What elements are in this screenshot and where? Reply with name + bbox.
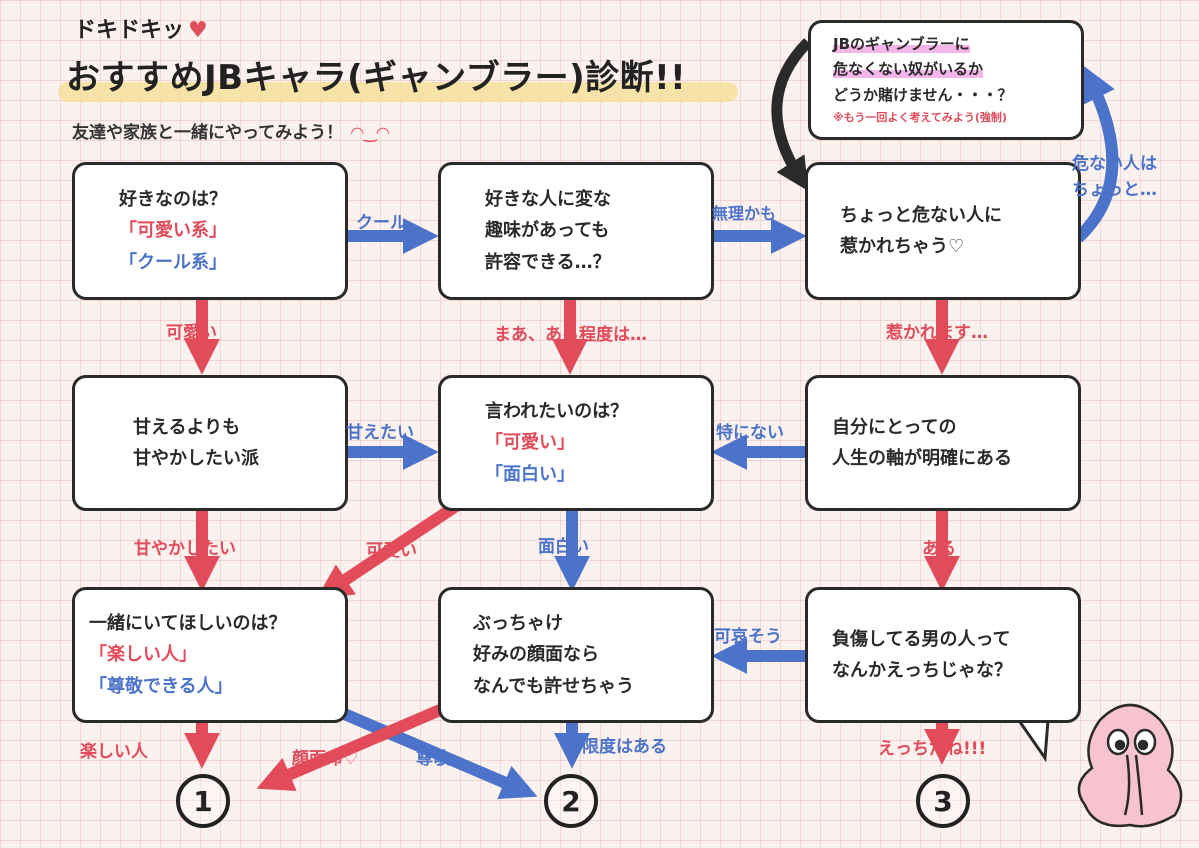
mascot-illustration: [1077, 703, 1183, 828]
question-text: 一緒にいてほしいのは？: [89, 612, 287, 634]
question-text: 甘やかしたい派: [133, 448, 259, 469]
question-text: 惹かれちゃう♡: [840, 236, 965, 257]
edge-label-kawaisou: 可哀そう: [714, 627, 782, 647]
edge-label-ecchi: えっちだね!!!: [878, 739, 987, 759]
note-caption: ※もう一回よく考えてみよう(強制): [833, 111, 1007, 125]
note-text: 危なくない奴がいるか: [833, 60, 984, 79]
edge-label-gendo: 限度はある: [582, 737, 667, 757]
question-text: 許容できる…？: [485, 251, 611, 273]
result-1: 1: [176, 774, 230, 828]
edge-label-ganmen: 顔面命♡: [292, 749, 359, 769]
edge-label-kawaii: 可愛い: [166, 323, 217, 343]
question-want-to-be-called: 言われたいのは？ 「可愛い」 「面白い」: [438, 375, 714, 511]
edge-label-maa: まあ、ある程度は…: [494, 325, 647, 345]
question-text: 負傷してる男の人って: [832, 628, 1011, 650]
question-text: 趣味があっても: [485, 220, 610, 242]
question-be-with: 一緒にいてほしいのは？ 「楽しい人」 「尊敬できる人」: [72, 587, 348, 723]
edge-label-muri: 無理かも: [712, 204, 777, 223]
edge-label-aru: ある: [922, 539, 956, 559]
question-text: なんでも許せちゃう: [473, 675, 635, 697]
page-title: おすすめJBキャラ(ギャンブラー)診断!!: [66, 58, 687, 98]
edge-label-amayakashi: 甘やかしたい: [134, 539, 236, 559]
speech-tail: [1018, 719, 1050, 763]
edge-label-hikare: 惹かれます…: [886, 323, 988, 343]
option-cool: 「クール系」: [119, 251, 227, 273]
edge-label-omoshiroi: 面白い: [538, 537, 589, 557]
note-text: どうか賭けません・・・？: [833, 85, 1013, 104]
question-text: 好きなのは？: [119, 188, 227, 210]
question-life-axis: 自分にとっての 人生の軸が明確にある: [805, 375, 1081, 511]
question-dangerous-person: ちょっと危ない人に 惹かれちゃう♡: [805, 162, 1081, 300]
arrow-note-q3: [771, 38, 812, 191]
question-text: 好みの顔面なら: [473, 644, 599, 666]
result-2: 2: [544, 774, 598, 828]
question-text: 言われたいのは？: [485, 400, 629, 422]
edge-label-abunai: 危ない人は ちょっと…: [1072, 154, 1157, 200]
option-cute: 「可愛い系」: [119, 220, 227, 242]
question-spoil: 甘えるよりも 甘やかしたい派: [72, 375, 348, 511]
question-text: 甘えるよりも: [133, 416, 241, 438]
question-text: 好きな人に変な: [485, 188, 611, 210]
heart-icon: ♥: [188, 18, 208, 43]
question-face: ぶっちゃけ 好みの顔面なら なんでも許せちゃう: [438, 587, 714, 723]
subtitle: 友達や家族と一緒にやってみよう！◠‿◠: [72, 123, 390, 143]
question-text: 人生の軸が明確にある: [832, 448, 1012, 469]
option-respect-person: 「尊敬できる人」: [89, 675, 233, 697]
title-highlight: [58, 82, 738, 102]
edge-label-tanoshii: 楽しい人: [80, 742, 148, 762]
question-injured-man: 負傷してる男の人って なんかえっちじゃな？: [805, 587, 1081, 723]
option-cute: 「可愛い」: [485, 432, 575, 454]
question-text: なんかえっちじゃな？: [832, 660, 1012, 681]
note-text: JBのギャンブラーに: [833, 34, 970, 53]
question-favorite-type: 好きなのは？ 「可愛い系」 「クール系」: [72, 162, 348, 300]
smile-face-icon: ◠‿◠: [351, 123, 390, 142]
edge-label-kawaii-2: 可愛い: [366, 541, 417, 561]
kicker-text: ドキドキッ♥: [74, 18, 208, 43]
option-fun-person: 「楽しい人」: [89, 644, 197, 666]
result-3: 3: [916, 774, 970, 828]
option-funny: 「面白い」: [485, 463, 575, 485]
question-weird-hobby: 好きな人に変な 趣味があっても 許容できる…？: [438, 162, 714, 300]
question-text: 自分にとっての: [832, 416, 957, 438]
edge-label-cool: クール: [356, 213, 407, 233]
edge-label-tokuni: 特にない: [716, 423, 784, 443]
edge-label-amaetai: 甘えたい: [346, 423, 414, 443]
question-text: ぶっちゃけ: [473, 612, 563, 634]
question-text: ちょっと危ない人に: [840, 204, 1002, 226]
edge-label-sonkei: 尊敬: [416, 749, 450, 769]
note-box: JBのギャンブラーに 危なくない奴がいるか どうか賭けません・・・？ ※もう一回…: [808, 20, 1084, 140]
